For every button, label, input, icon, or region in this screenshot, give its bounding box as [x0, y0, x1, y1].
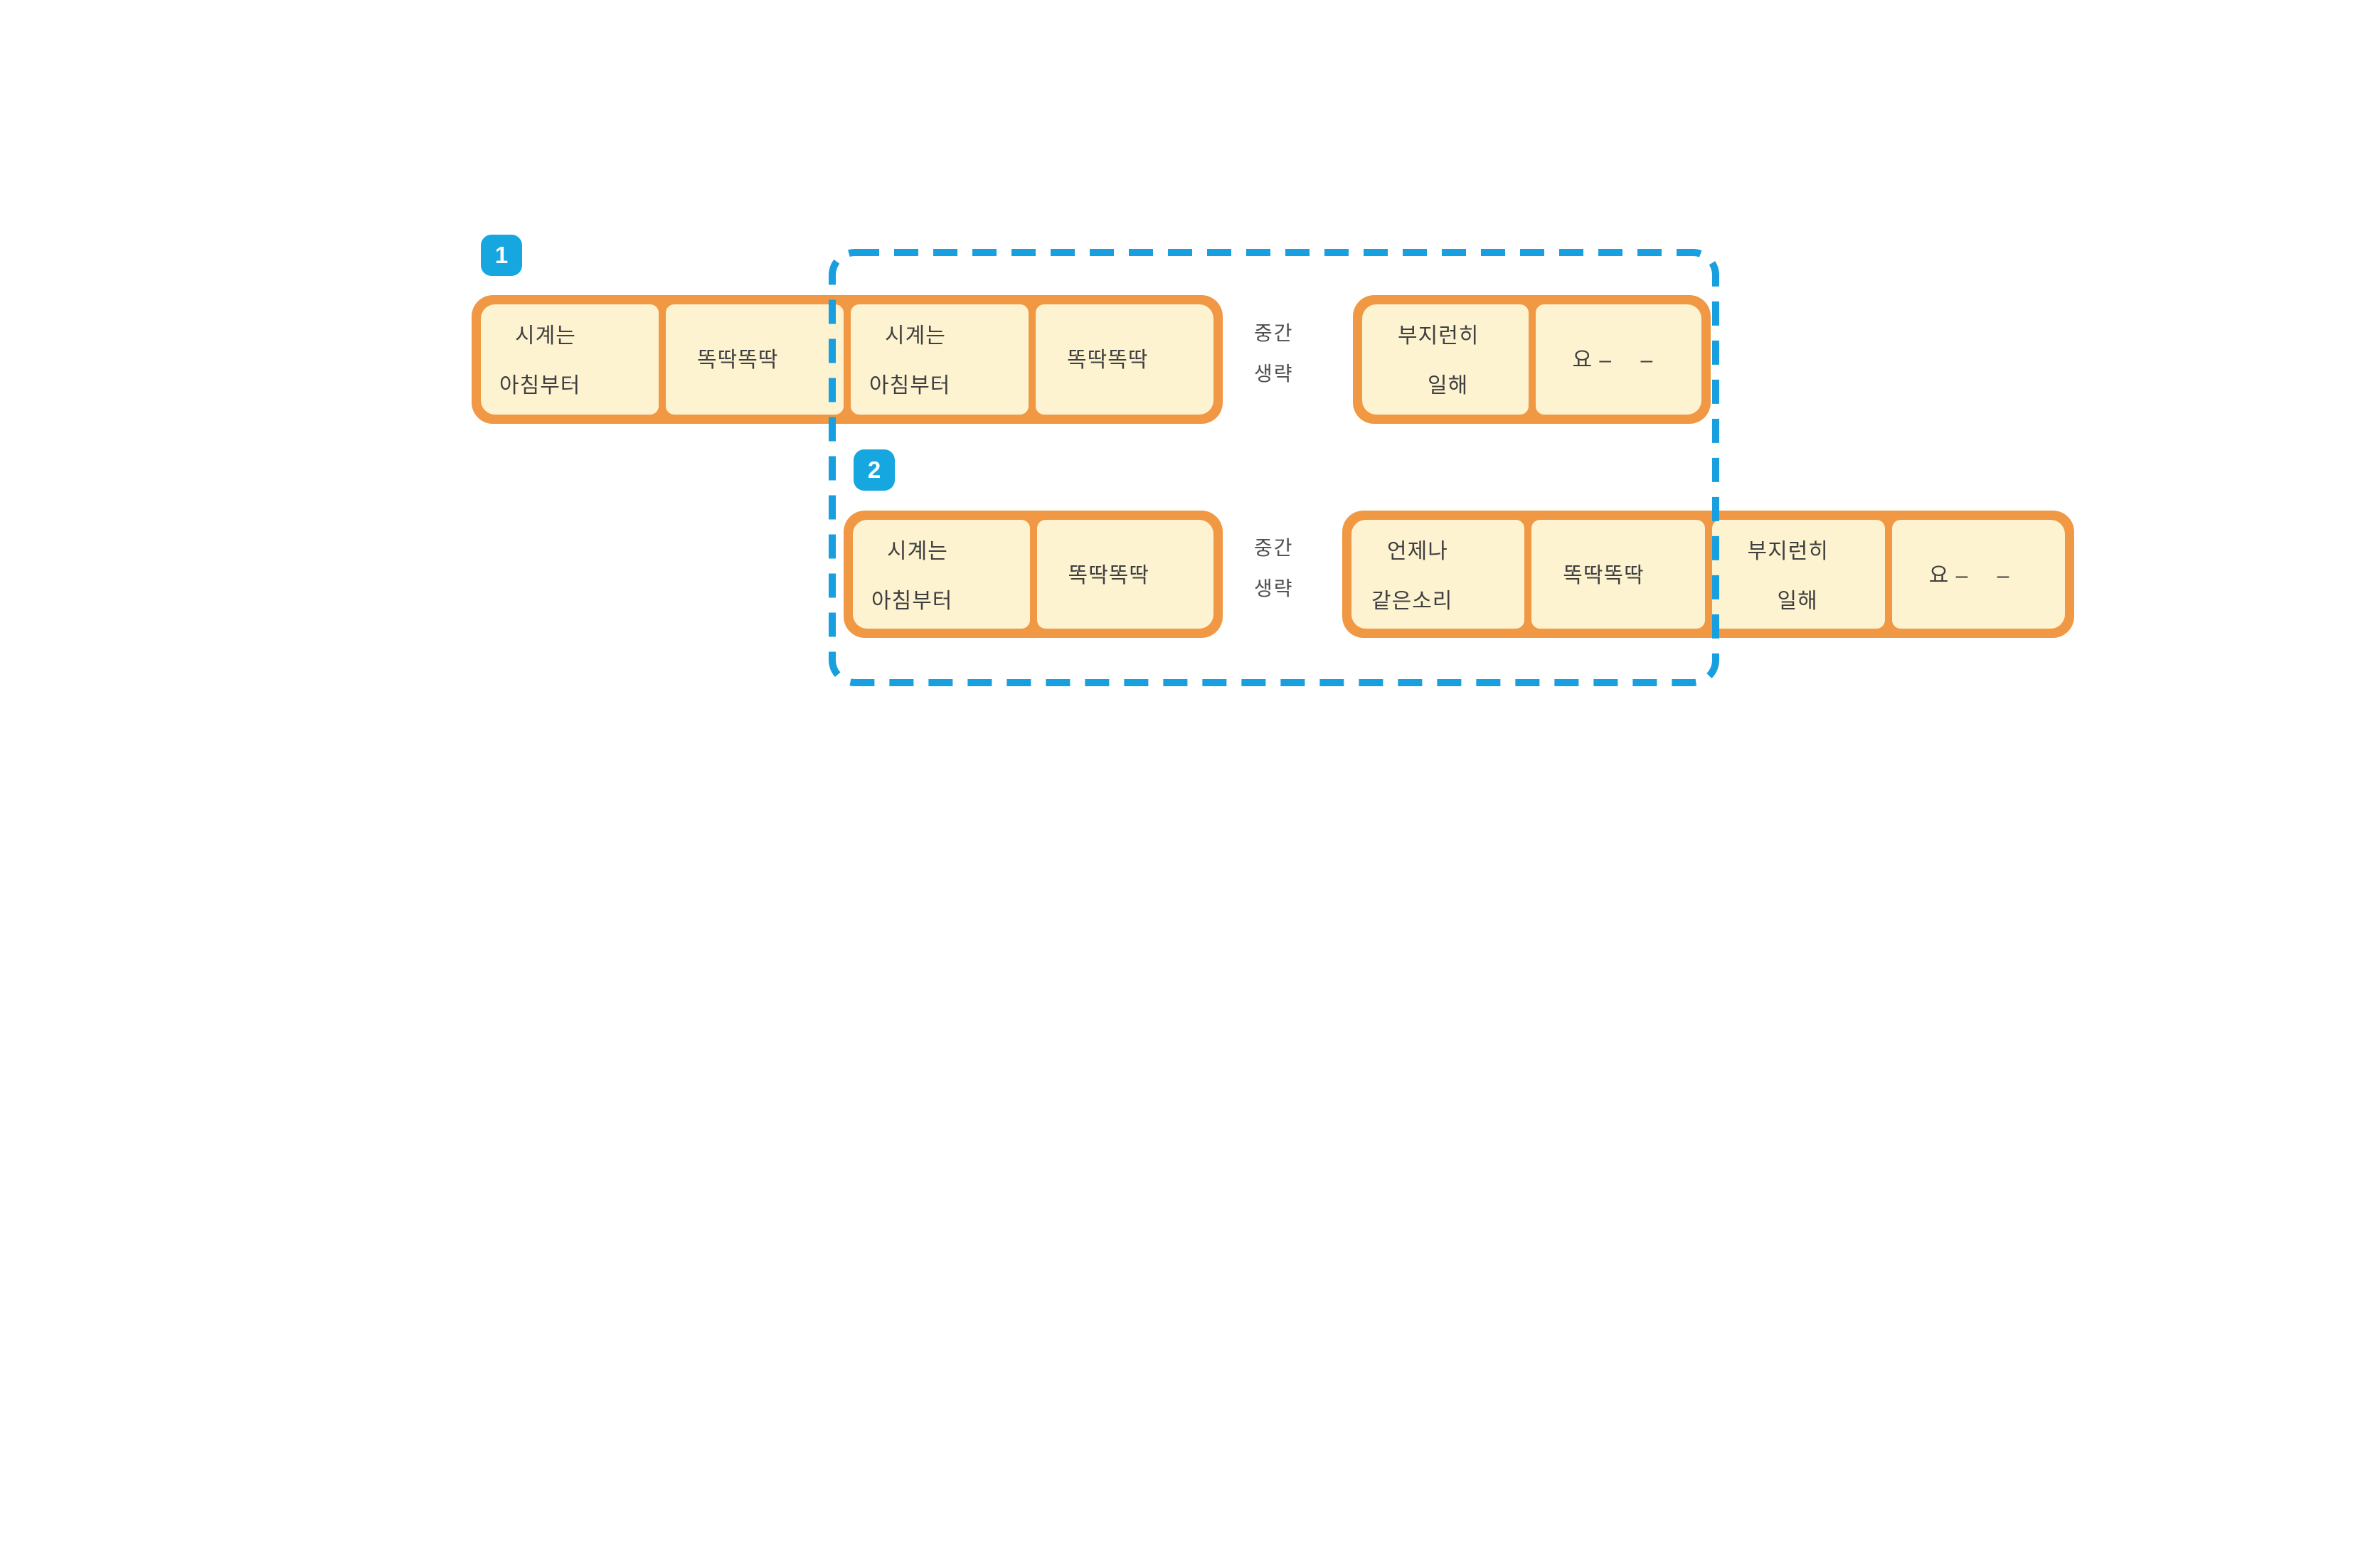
lyric-cell: 요 – –: [1535, 304, 1701, 415]
lyric-line: 부지런히: [1398, 324, 1480, 348]
lyric-cell: 언제나 같은소리: [1351, 520, 1525, 629]
lyric-line: 아침부터: [871, 590, 953, 613]
middle-omitted-label: 중간 생략: [1254, 538, 1294, 599]
lyric-line: 일해: [1428, 374, 1469, 398]
verse-1-left-strip: 시계는 아침부터 똑딱똑딱 시계는 아침부터 똑딱똑딱: [472, 295, 1223, 424]
lyric-line: 시계는: [515, 324, 576, 348]
lyric-line: 똑딱똑딱: [1067, 348, 1149, 372]
verse-1-right-strip: 부지런히 일해 요 – –: [1353, 295, 1711, 424]
lyric-line: 요 – –: [1572, 348, 1654, 372]
lyric-cell: 똑딱똑딱: [666, 304, 844, 415]
middle-omitted-line2: 생략: [1254, 363, 1294, 385]
lyric-cell: 시계는 아침부터: [481, 304, 659, 415]
lyric-cell: 요 – –: [1891, 520, 2065, 629]
middle-omitted-label: 중간 생략: [1254, 324, 1294, 384]
lyric-line: 똑딱똑딱: [1068, 564, 1149, 587]
lyric-line: 같은소리: [1371, 590, 1453, 613]
lyric-cell: 시계는 아침부터: [853, 520, 1030, 629]
verse-2-number: 2: [867, 457, 881, 483]
lyric-line: 요 – –: [1928, 564, 2010, 587]
middle-omitted-line1: 중간: [1254, 322, 1294, 344]
verse-2-badge: 2: [854, 449, 895, 491]
middle-omitted-line1: 중간: [1254, 537, 1294, 559]
lyric-cell: 부지런히 일해: [1362, 304, 1529, 415]
lyric-line: 똑딱똑딱: [697, 348, 779, 372]
lyric-cell: 똑딱똑딱: [1531, 520, 1705, 629]
lyric-line: 시계는: [887, 540, 948, 563]
middle-omitted-line2: 생략: [1254, 577, 1294, 599]
lyric-line: 일해: [1777, 590, 1818, 613]
verse-2-right-strip: 언제나 같은소리 똑딱똑딱 부지런히 일해 요 – –: [1342, 511, 2074, 638]
verse-2-left-strip: 시계는 아침부터 똑딱똑딱: [844, 511, 1223, 638]
lyric-line: 아침부터: [869, 374, 951, 398]
verse-1-badge: 1: [481, 235, 522, 276]
lyric-line: 부지런히: [1747, 540, 1829, 563]
lyric-cell: 부지런히 일해: [1711, 520, 1885, 629]
verse-1-number: 1: [494, 242, 509, 268]
lyric-line: 시계는: [885, 324, 946, 348]
lyric-cell: 시계는 아침부터: [851, 304, 1029, 415]
lyric-cell: 똑딱똑딱: [1036, 304, 1213, 415]
lyric-line: 언제나: [1387, 540, 1448, 563]
lyric-cell: 똑딱똑딱: [1036, 520, 1213, 629]
lyric-line: 똑딱똑딱: [1563, 564, 1645, 587]
lyric-line: 아침부터: [499, 374, 581, 398]
